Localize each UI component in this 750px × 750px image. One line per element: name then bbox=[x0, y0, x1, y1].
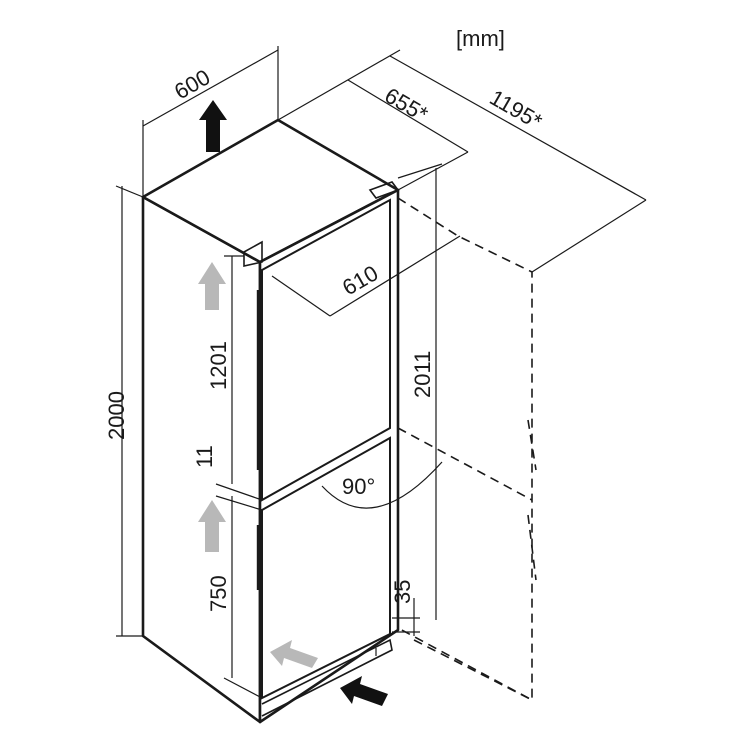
airflow-arrow-upper bbox=[198, 262, 226, 310]
open-door-outline bbox=[397, 197, 537, 702]
height-upper-door-label: 1201 bbox=[206, 341, 231, 390]
airflow-arrow-lower bbox=[198, 500, 226, 552]
height-total-label: 2000 bbox=[104, 391, 129, 440]
dimension-lines bbox=[115, 46, 647, 699]
width-label: 600 bbox=[170, 64, 214, 104]
fridge-cabinet bbox=[141, 118, 400, 724]
depth-655-label: 655* bbox=[381, 83, 433, 128]
unit-label: [mm] bbox=[456, 26, 505, 51]
height-open-door-label: 2011 bbox=[410, 351, 435, 398]
airflow-arrow-top bbox=[199, 100, 227, 152]
airflow-arrow-inlet bbox=[340, 676, 388, 706]
plinth-label: 35 bbox=[390, 580, 415, 604]
height-lower-door-label: 750 bbox=[206, 575, 231, 612]
gap-label: 11 bbox=[192, 445, 217, 468]
airflow-arrows bbox=[198, 100, 388, 706]
airflow-arrow-front bbox=[270, 640, 318, 668]
door-angle-label: 90° bbox=[342, 474, 375, 499]
